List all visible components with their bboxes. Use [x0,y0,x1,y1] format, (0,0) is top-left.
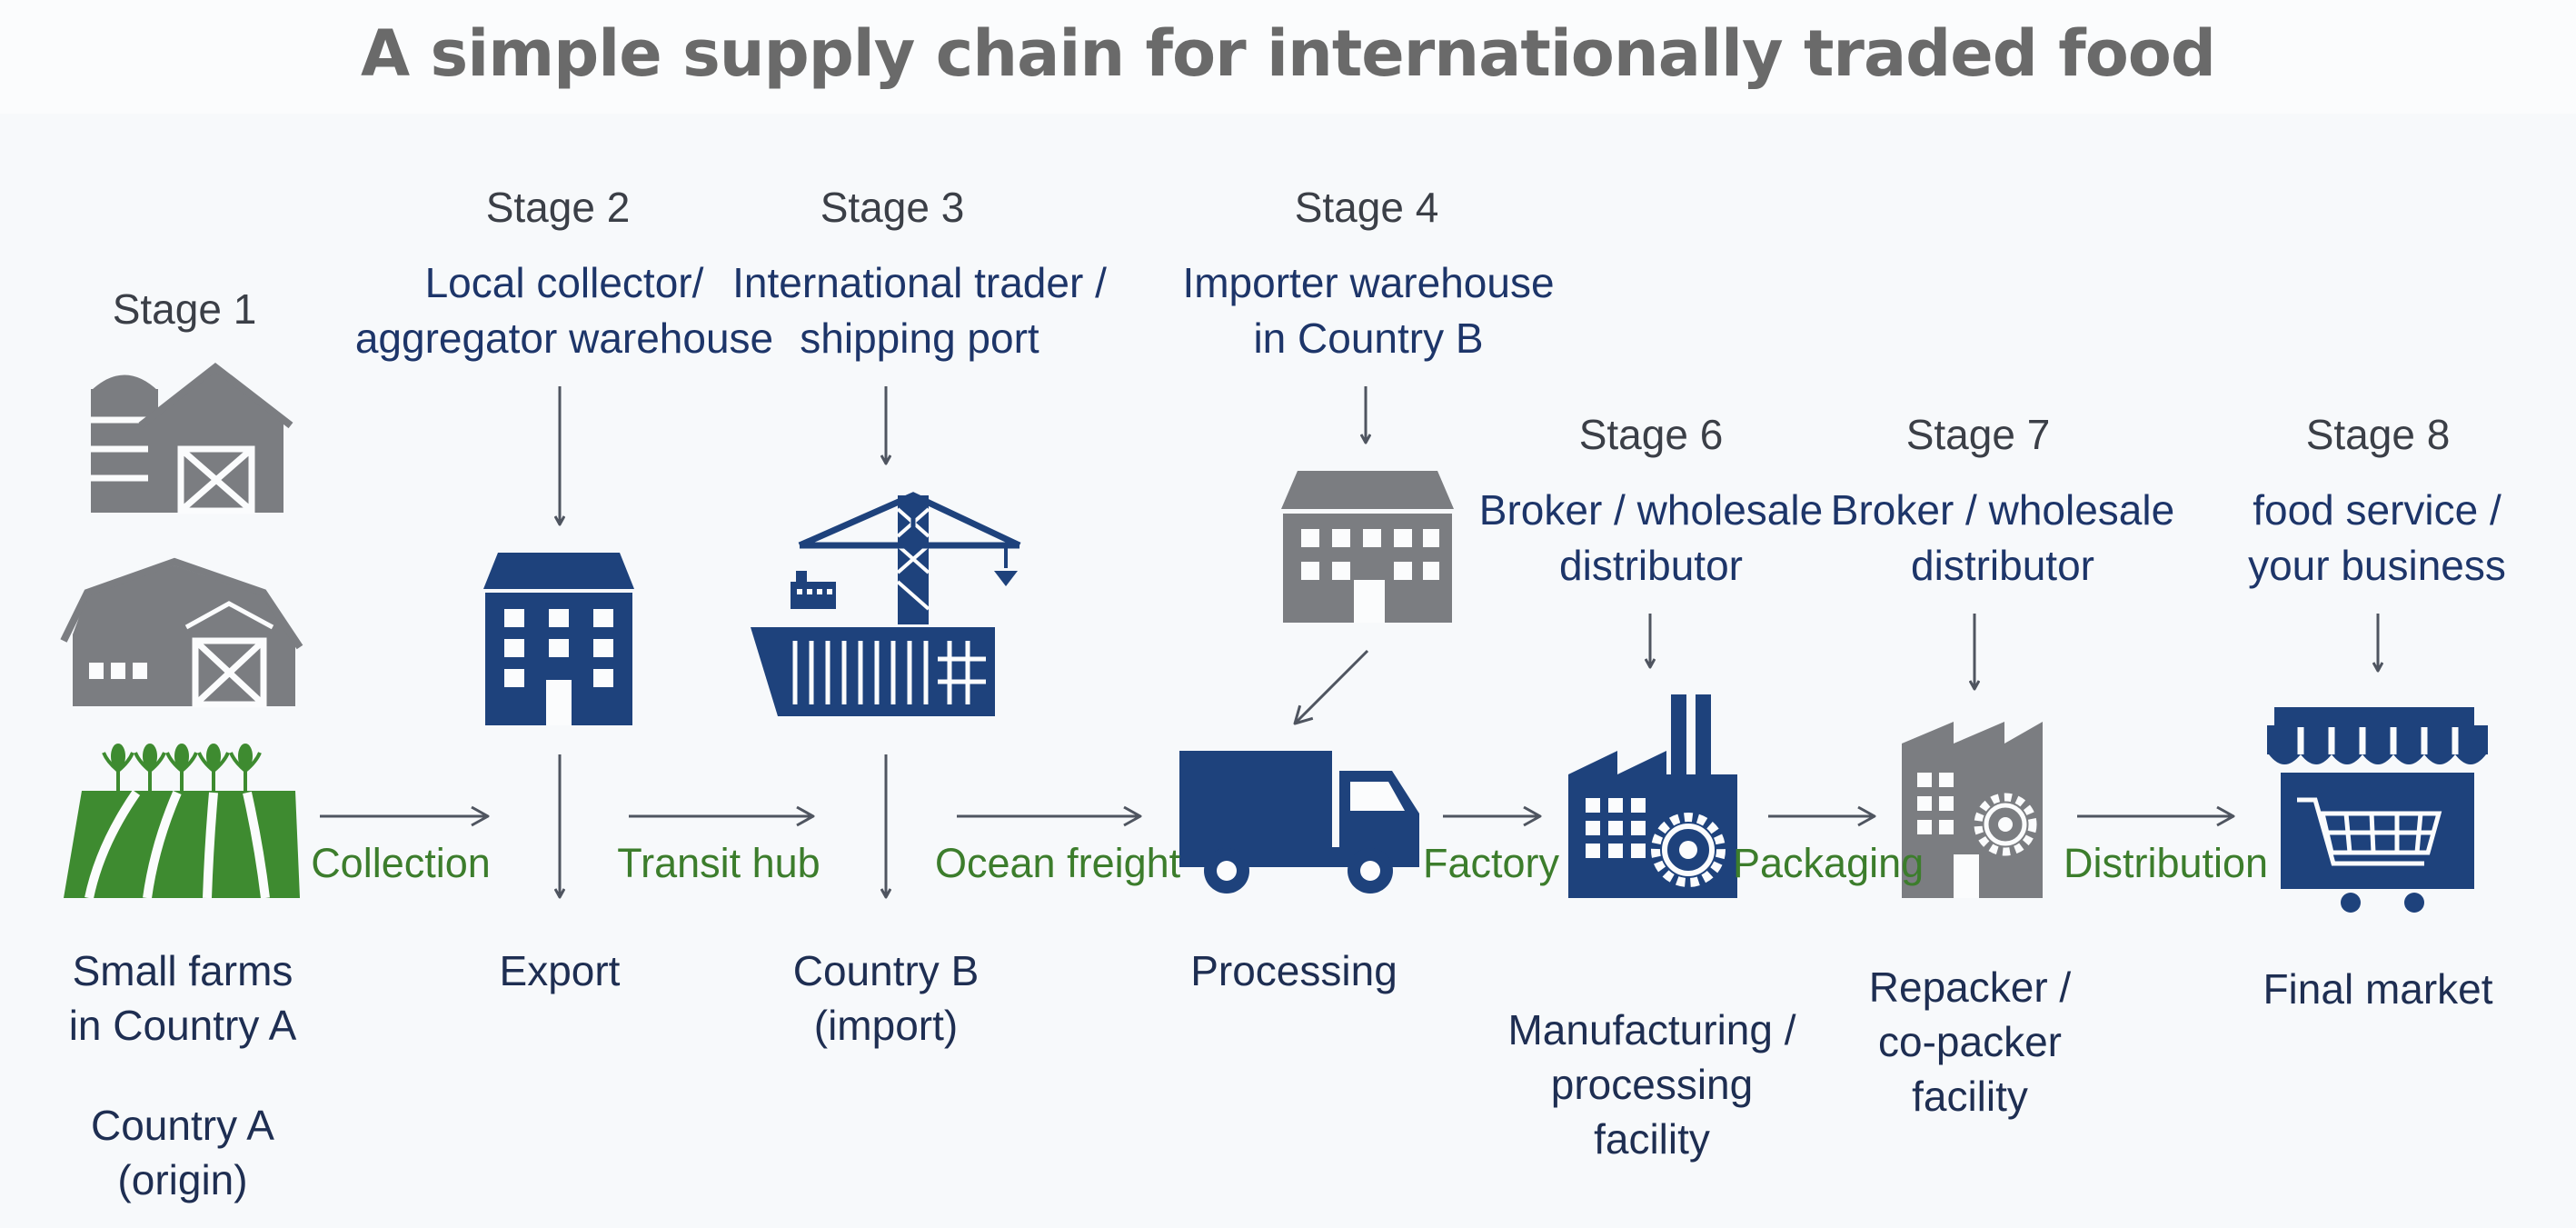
import-label-line2: (import) [813,1002,959,1049]
importer-warehouse-icon [1281,471,1454,623]
crop-field-icon [64,744,300,900]
stage4-header: Stage 4 [1294,184,1439,231]
stage2-header: Stage 2 [485,184,631,231]
flow-label-ocean-freight: Ocean freight [935,840,1181,886]
stage8-role-line1: food service / [2253,486,2501,534]
stage7-label-line2: co-packer [1878,1018,2062,1065]
stage3-header: Stage 3 [820,184,965,231]
flow-label-distribution: Distribution [2064,840,2269,886]
stage1-header: Stage 1 [112,285,257,333]
processing-label: Processing [1190,947,1397,994]
import-label-line1: Country B [792,947,980,994]
storefront-cart-icon [2267,707,2488,913]
stage4-role-line1: Importer warehouse [1182,259,1555,306]
stage6-header: Stage 6 [1578,411,1724,458]
stage1-label-line2: in Country A [68,1002,297,1049]
stage2-role-line1: Local collector/ [424,259,704,306]
flow-label-factory: Factory [1422,840,1560,886]
diagram-title: A simple supply chain for internationall… [361,16,2216,91]
silo-barn-icon [91,362,293,514]
stage7-role-line1: Broker / wholesale [1830,486,2175,534]
final-market-label: Final market [2263,965,2493,1013]
stage4-role-line2: in Country B [1253,314,1484,362]
export-label: Export [499,947,621,994]
stage1-label-line1: Small farms [72,947,293,994]
stage1-origin-line2: (origin) [117,1156,248,1203]
stage8-role-line2: your business [2248,542,2506,589]
flow-label-transit-hub: Transit hub [617,840,821,886]
stage6-label-line3: facility [1594,1115,1710,1163]
factory-gear-icon [1568,694,1737,898]
stage8-header: Stage 8 [2305,411,2451,458]
stage2-role-line2: aggregator warehouse [354,314,774,362]
barn-icon [60,557,303,708]
stage6-role-line1: Broker / wholesale [1478,486,1824,534]
flow-label-packaging: Packaging [1733,840,1925,886]
stage1-origin-line1: Country A [91,1102,274,1149]
port-crane-ship-icon [751,492,1021,716]
stage7-label-line3: facility [1912,1073,2028,1120]
delivery-truck-icon [1179,751,1419,894]
stage7-label-line1: Repacker / [1868,963,2072,1011]
stage7-header: Stage 7 [1905,411,2051,458]
stage6-label-line2: processing [1550,1061,1754,1108]
stage7-role-line2: distributor [1911,542,2094,589]
stage6-role-line2: distributor [1559,542,1743,589]
diagram-background [0,114,2576,1228]
stage3-role-line1: International trader / [732,259,1107,306]
flow-label-collection: Collection [311,840,491,886]
repacker-factory-icon [1902,722,2043,898]
warehouse-building-icon [483,553,634,725]
stage3-role-line2: shipping port [800,314,1039,362]
arrow-warehouse-to-truck [1293,649,1369,725]
stage6-label-line1: Manufacturing / [1507,1006,1796,1053]
